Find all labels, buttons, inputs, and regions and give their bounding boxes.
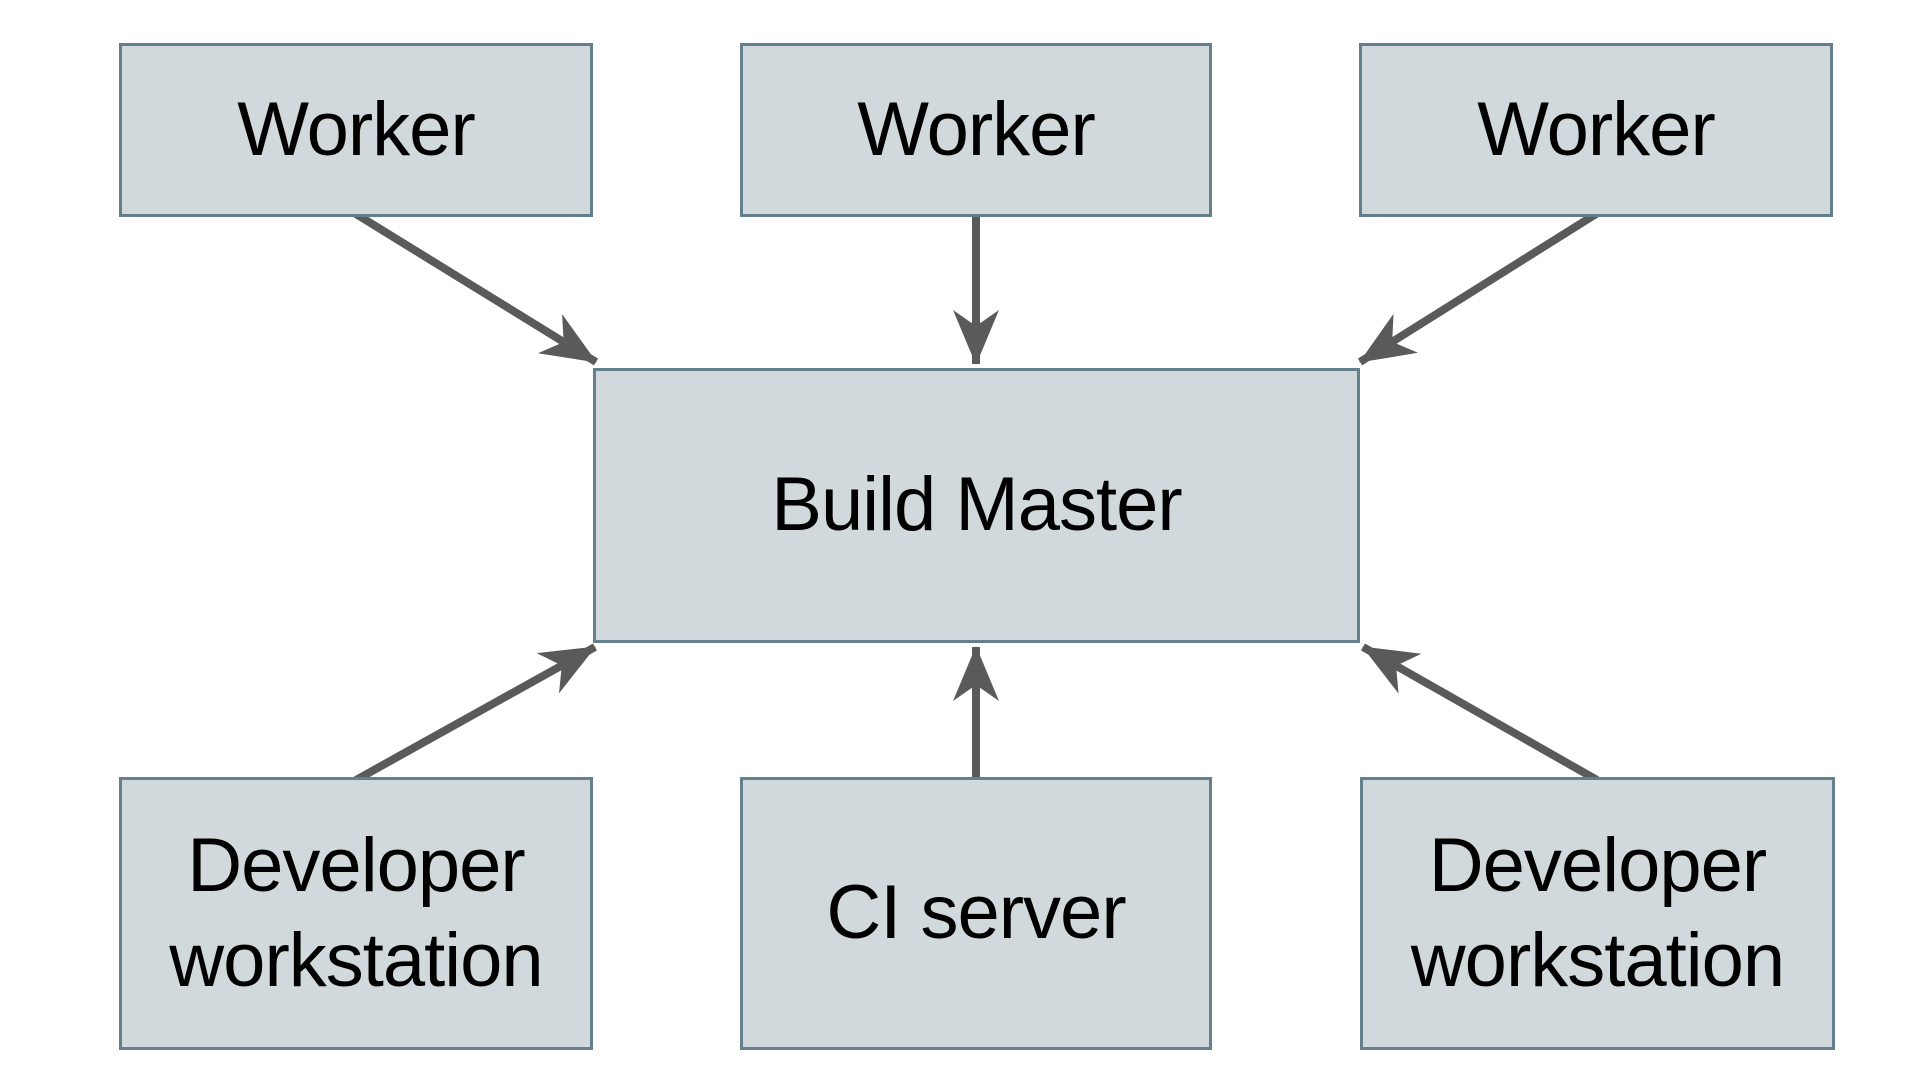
- arrow-devworkstation-right-to-buildmaster: [1361, 643, 1599, 784]
- node-ci-server: CI server: [740, 777, 1212, 1050]
- node-worker-1: Worker: [119, 43, 593, 217]
- arrow-devworkstation-left-to-buildmaster: [354, 643, 597, 784]
- arrow-worker3-to-buildmaster: [1357, 210, 1599, 366]
- node-build-master-label: Build Master: [771, 462, 1182, 548]
- node-developer-workstation-right-label: Developer workstation: [1410, 823, 1785, 1003]
- node-developer-workstation-right: Developer workstation: [1360, 777, 1835, 1050]
- node-worker-3-label: Worker: [1477, 86, 1716, 172]
- node-developer-workstation-left: Developer workstation: [119, 777, 593, 1050]
- node-worker-2: Worker: [740, 43, 1212, 217]
- node-worker-2-label: Worker: [857, 86, 1096, 172]
- node-worker-1-label: Worker: [237, 86, 476, 172]
- node-ci-server-label: CI server: [826, 870, 1126, 956]
- node-worker-3: Worker: [1359, 43, 1833, 217]
- node-build-master: Build Master: [593, 368, 1360, 643]
- arrow-worker1-to-buildmaster: [353, 210, 599, 366]
- node-developer-workstation-left-label: Developer workstation: [169, 823, 543, 1003]
